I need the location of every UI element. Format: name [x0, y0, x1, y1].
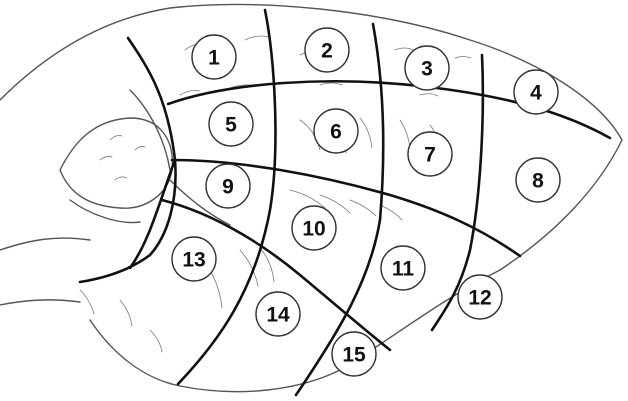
- region-marker-9: 9: [206, 164, 250, 208]
- region-marker-label: 11: [392, 258, 415, 281]
- region-marker-3: 3: [405, 46, 449, 90]
- region-marker-label: 15: [342, 344, 366, 367]
- region-marker-label: 7: [424, 144, 436, 167]
- region-marker-label: 10: [302, 218, 325, 241]
- region-marker-label: 8: [532, 170, 544, 193]
- region-marker-5: 5: [209, 102, 253, 146]
- region-marker-6: 6: [314, 109, 358, 153]
- region-marker-label: 1: [208, 47, 220, 70]
- region-marker-4: 4: [514, 70, 558, 114]
- region-marker-label: 13: [182, 249, 205, 272]
- region-marker-label: 2: [321, 40, 333, 63]
- region-marker-7: 7: [408, 132, 452, 176]
- region-marker-label: 12: [468, 287, 491, 310]
- region-marker-14: 14: [256, 292, 300, 336]
- region-marker-label: 3: [421, 58, 433, 81]
- region-marker-label: 5: [225, 114, 237, 137]
- region-marker-15: 15: [332, 332, 376, 376]
- boundary-line: [80, 38, 176, 282]
- region-marker-label: 4: [530, 82, 542, 105]
- region-marker-10: 10: [292, 206, 336, 250]
- region-marker-13: 13: [172, 237, 216, 281]
- region-marker-8: 8: [516, 158, 560, 202]
- region-marker-label: 6: [330, 121, 342, 144]
- region-marker-label: 9: [222, 176, 234, 199]
- region-marker-12: 12: [458, 275, 502, 319]
- region-marker-1: 1: [192, 35, 236, 79]
- region-marker-2: 2: [305, 28, 349, 72]
- region-marker-label: 14: [266, 304, 290, 327]
- region-marker-11: 11: [381, 246, 425, 290]
